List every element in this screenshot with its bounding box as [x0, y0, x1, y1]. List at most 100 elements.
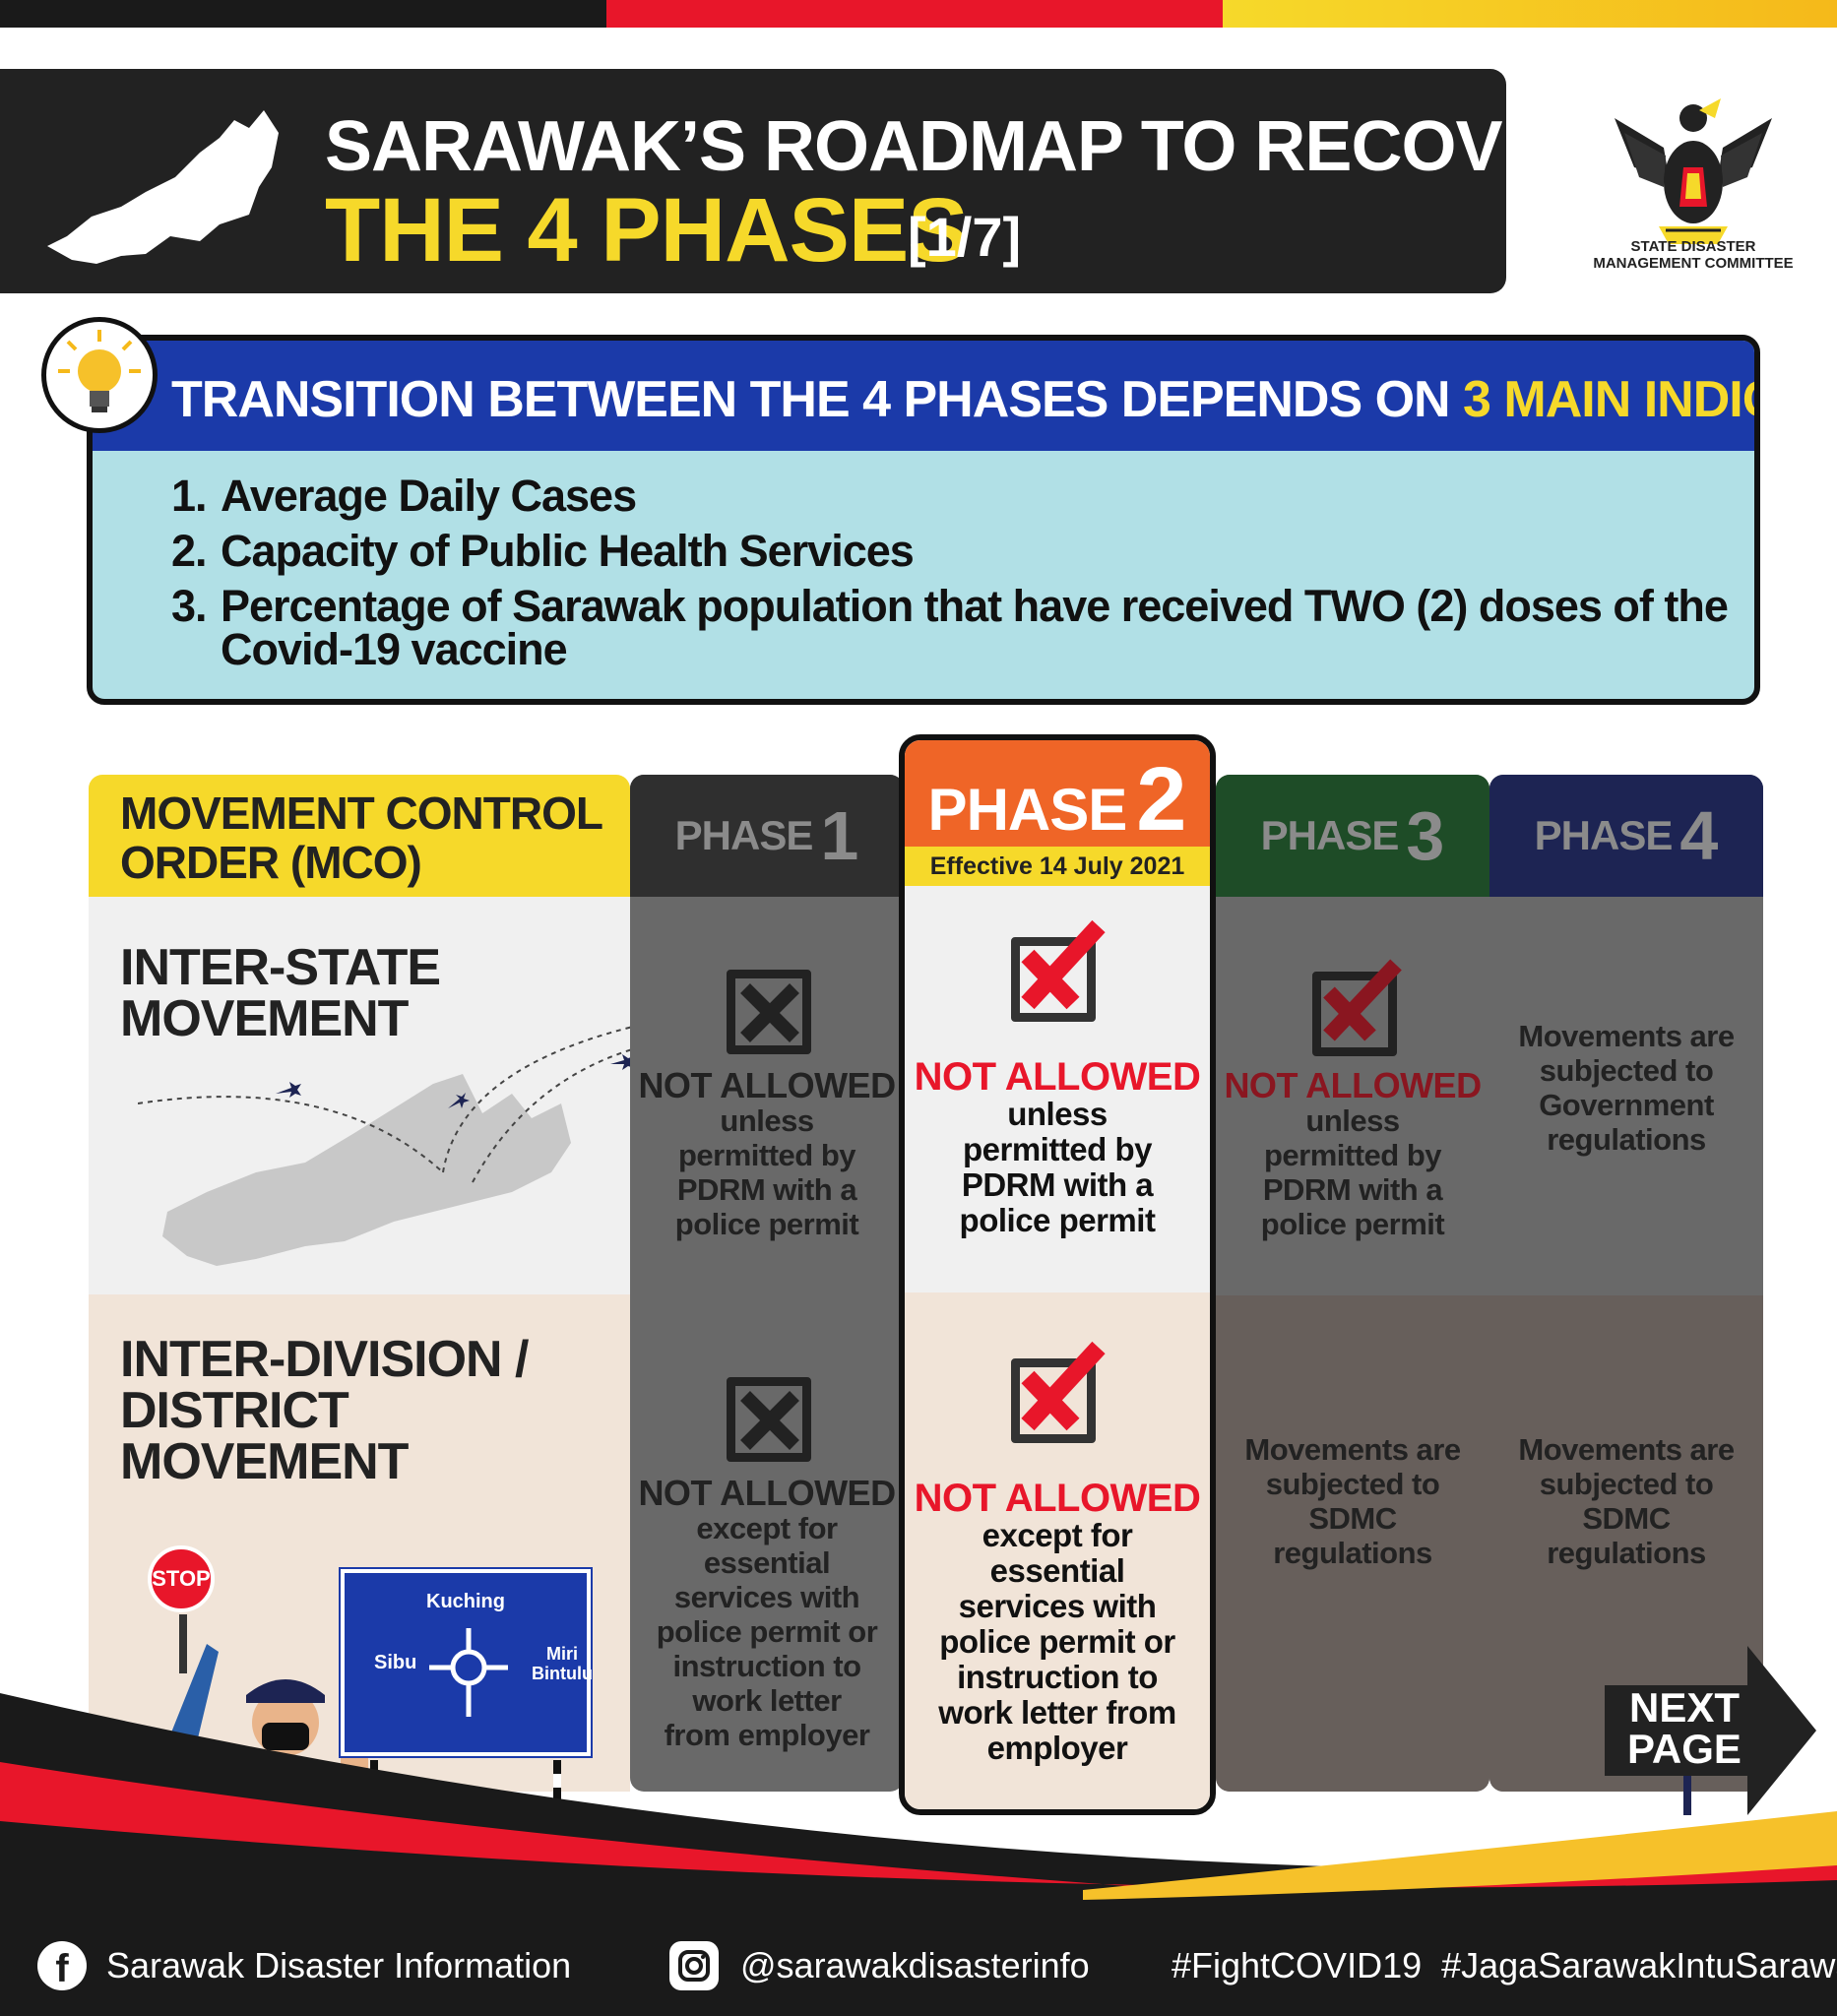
mco-title-line1: MOVEMENT CONTROL [120, 788, 603, 839]
phase-1-inter-division-text: NOT ALLOWED except for essential service… [630, 1473, 904, 1753]
detail-line: regulations [1547, 1536, 1706, 1570]
detail-line: from employer [664, 1718, 870, 1752]
sarawak-map-icon [47, 110, 279, 264]
lightbulb-icon [41, 317, 158, 433]
phase-2-row2-bg [905, 1292, 1210, 1809]
detail-line: police permit [674, 1207, 859, 1241]
page-count: [1/7] [908, 206, 1022, 268]
footer-bar: f Sarawak Disaster Information @sarawakd… [0, 1914, 1837, 2016]
sign-label-miri: Miri [545, 1644, 578, 1664]
detail-line: police permit [959, 1202, 1156, 1238]
mco-header: MOVEMENT CONTROL ORDER (MCO) [89, 775, 630, 897]
phase-2-inter-state-text: NOT ALLOWED unless permitted by PDRM wit… [905, 1057, 1210, 1238]
detail-line: regulations [1547, 1122, 1706, 1157]
indicators-title: TRANSITION BETWEEN THE 4 PHASES DEPENDS … [171, 370, 1754, 429]
detail-line: except for [696, 1511, 838, 1545]
status-label: NOT ALLOWED [914, 1477, 1201, 1520]
org-label-line2: MANAGEMENT COMMITTEE [1593, 255, 1794, 272]
facebook-link[interactable]: Sarawak Disaster Information [106, 1945, 572, 1985]
detail-line: PDRM with a [676, 1172, 857, 1207]
indicators-list: 1.Average Daily Cases 2.Capacity of Publ… [171, 469, 1729, 671]
header-banner: SARAWAK’S ROADMAP TO RECOVERY: THE 4 PHA… [0, 69, 1660, 293]
detail-line: unless [1305, 1103, 1400, 1138]
phase-2-inter-division-text: NOT ALLOWED except for essential service… [905, 1479, 1210, 1766]
indicators-box: TRANSITION BETWEEN THE 4 PHASES DEPENDS … [87, 335, 1760, 705]
instagram-icon[interactable] [669, 1941, 719, 1990]
roundabout-icon [429, 1628, 508, 1717]
sarawak-flight-map-illustration [138, 1026, 630, 1266]
mco-title: MOVEMENT CONTROL ORDER (MCO) [120, 788, 603, 888]
detail-line: police permit or [939, 1623, 1175, 1660]
list-item-number: 3. [171, 581, 208, 631]
list-item-number: 2. [171, 526, 208, 576]
list-item-number: 1. [171, 471, 208, 521]
inter-division-title: INTER-DIVISION / DISTRICT MOVEMENT [120, 1334, 529, 1487]
indicators-header: TRANSITION BETWEEN THE 4 PHASES DEPENDS … [93, 341, 1754, 451]
detail-line: essential [703, 1545, 831, 1580]
phase-word: PHASE [674, 812, 814, 858]
detail-line: work letter from [938, 1694, 1176, 1731]
checkbox-red-x-icon [1011, 1341, 1106, 1443]
phase-number: 4 [1679, 797, 1719, 874]
list-item: 1.Average Daily Cases [171, 469, 1728, 524]
facebook-icon[interactable]: f [37, 1941, 87, 1990]
phase-number: 2 [1136, 749, 1187, 850]
detail-line: Movements are [1518, 1019, 1735, 1053]
road-direction-sign: Kuching Sibu Miri Bintulu [339, 1567, 593, 1758]
detail-line: unless [1007, 1096, 1108, 1132]
checkbox-red-x-icon [1312, 959, 1402, 1056]
detail-line: essential [989, 1552, 1125, 1589]
detail-line: regulations [1273, 1536, 1432, 1570]
instagram-link[interactable]: @sarawakdisasterinfo [740, 1945, 1090, 1985]
status-label: NOT ALLOWED [1224, 1065, 1482, 1105]
detail-line: police permit [1260, 1207, 1445, 1241]
phase-word: PHASE [1534, 812, 1674, 858]
detail-line: instruction to [672, 1649, 861, 1683]
detail-line: subjected to [1539, 1053, 1714, 1088]
inter-state-row-label: INTER-STATE MOVEMENT [89, 897, 630, 1294]
detail-line: services with [673, 1580, 860, 1614]
phase-1-inter-state-text: NOT ALLOWED unless permitted by PDRM wit… [630, 1068, 904, 1242]
detail-line: work letter [692, 1683, 842, 1718]
inter-state-title: INTER-STATE MOVEMENT [120, 939, 441, 1044]
sarawak-crest-logo [1615, 98, 1772, 244]
detail-line: police permit or [656, 1614, 878, 1649]
status-label: NOT ALLOWED [914, 1055, 1201, 1099]
inter-state-title-line1: INTER-STATE [120, 939, 441, 996]
phase-3-row2-bg [1216, 1295, 1489, 1792]
detail-line: subjected to [1265, 1467, 1440, 1501]
detail-line: instruction to [957, 1659, 1158, 1695]
detail-line: unless [720, 1103, 814, 1138]
sign-label-kuching: Kuching [426, 1591, 505, 1612]
sign-label-bintulu: Bintulu [532, 1664, 593, 1683]
stop-sign: STOP [148, 1545, 215, 1612]
bottom-swoosh-decoration [0, 1693, 1837, 1920]
list-item-text: Percentage of Sarawak population that ha… [221, 584, 1729, 671]
phase-word: PHASE [1260, 812, 1400, 858]
detail-line: permitted by [1263, 1138, 1442, 1172]
detail-line: services with [958, 1588, 1157, 1624]
detail-line: Movements are [1518, 1432, 1735, 1467]
status-label: NOT ALLOWED [638, 1473, 896, 1513]
detail-line: SDMC [1308, 1501, 1397, 1536]
phase-2-effective-date: Effective 14 July 2021 [905, 847, 1210, 886]
next-page-button[interactable]: NEXT PAGE [1605, 1646, 1816, 1815]
arrow-right-icon [1605, 1646, 1816, 1815]
detail-line: Movements are [1244, 1432, 1461, 1467]
sign-label-right: Miri Bintulu [532, 1644, 593, 1683]
checkbox-x-icon [727, 970, 811, 1054]
mco-title-line2: ORDER (MCO) [120, 837, 422, 888]
indicators-title-highlight: 3 MAIN INDICATORS [1463, 371, 1754, 428]
checkbox-x-icon [727, 1377, 811, 1462]
page-title-line2: THE 4 PHASES [325, 180, 969, 281]
phase-number: 1 [820, 797, 859, 874]
org-label-line1: STATE DISASTER [1630, 238, 1756, 255]
phase-number: 3 [1406, 797, 1445, 874]
list-item: 3. Percentage of Sarawak population that … [171, 581, 1729, 671]
list-item-text-line1: Percentage of Sarawak population that ha… [221, 581, 1729, 631]
phase-word: PHASE [927, 777, 1128, 843]
